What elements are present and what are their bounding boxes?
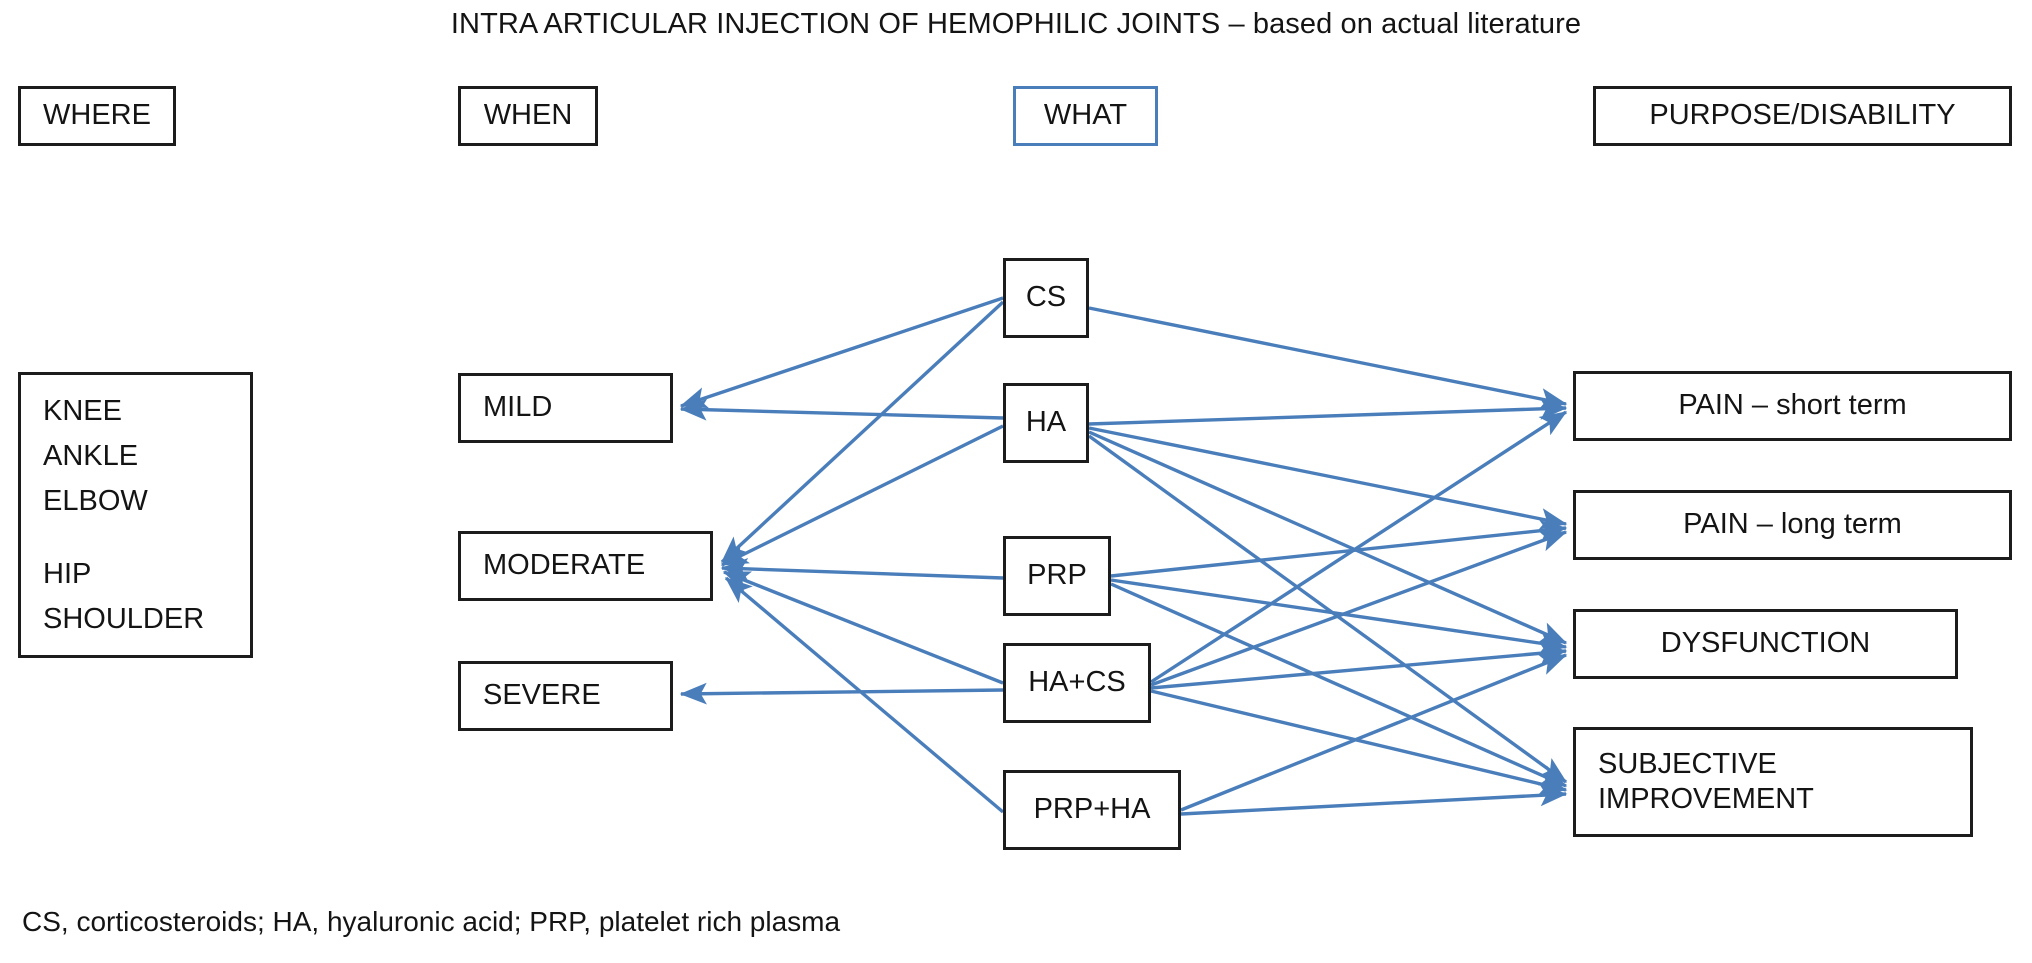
edge-cs-to-moderate <box>720 300 1005 564</box>
where-item-knee: KNEE <box>43 395 122 427</box>
column-header-when[interactable]: WHEN <box>458 86 598 146</box>
column-header-what[interactable]: WHAT <box>1013 86 1158 146</box>
where-item-hip: HIP <box>43 558 92 590</box>
node-what-cs-label: CS <box>1025 281 1067 314</box>
node-outcome-pain-long-term-label: PAIN – long term <box>1683 508 1902 541</box>
node-when-mild-label: MILD <box>483 391 553 424</box>
where-list-spacer <box>43 524 250 552</box>
column-header-purpose[interactable]: PURPOSE/DISABILITY <box>1593 86 2012 146</box>
node-when-mild[interactable]: MILD <box>458 373 673 443</box>
where-item-shoulder: SHOULDER <box>43 603 205 635</box>
edges-what-to-purpose <box>1088 306 1568 816</box>
node-outcome-subjective-improvement[interactable]: SUBJECTIVE IMPROVEMENT <box>1573 727 1973 837</box>
edge-hacs-to-pain-long <box>1150 530 1568 687</box>
node-what-prpha-label: PRP+HA <box>1033 793 1151 826</box>
where-joint-list[interactable]: KNEE ANKLE ELBOW HIP SHOULDER <box>18 372 253 658</box>
edge-ha-to-mild <box>679 398 1004 421</box>
node-what-hacs[interactable]: HA+CS <box>1003 643 1151 723</box>
edge-hacs-to-dysfunction <box>1150 642 1568 690</box>
edge-hacs-to-moderate <box>722 570 1004 685</box>
column-header-purpose-label: PURPOSE/DISABILITY <box>1649 99 1956 132</box>
node-when-severe[interactable]: SEVERE <box>458 661 673 731</box>
node-outcome-pain-long-term[interactable]: PAIN – long term <box>1573 490 2012 560</box>
edge-hacs-to-severe <box>679 682 1004 705</box>
node-outcome-pain-short-term[interactable]: PAIN – short term <box>1573 371 2012 441</box>
edge-prpha-to-dysfunction <box>1180 653 1568 812</box>
node-when-severe-label: SEVERE <box>483 679 601 712</box>
node-outcome-subjective-improvement-label: SUBJECTIVE IMPROVEMENT <box>1598 747 1814 815</box>
edge-ha-to-pain-long <box>1088 426 1568 530</box>
node-when-moderate-label: MODERATE <box>483 549 646 582</box>
node-outcome-dysfunction[interactable]: DYSFUNCTION <box>1573 609 1958 679</box>
edge-prp-to-subjective <box>1110 582 1568 788</box>
node-what-cs[interactable]: CS <box>1003 258 1089 338</box>
node-when-moderate[interactable]: MODERATE <box>458 531 713 601</box>
abbreviation-footnote: CS, corticosteroids; HA, hyaluronic acid… <box>22 906 841 937</box>
edge-ha-to-dysfunction <box>1088 430 1568 645</box>
page-title: INTRA ARTICULAR INJECTION OF HEMOPHILIC … <box>450 8 1582 40</box>
edge-prpha-to-subjective <box>1180 784 1568 816</box>
column-header-when-label: WHEN <box>483 99 573 132</box>
where-item-ankle: ANKLE <box>43 440 139 472</box>
node-what-prp-label: PRP <box>1027 559 1087 592</box>
edge-hacs-to-subjective <box>1150 689 1568 795</box>
node-what-ha-label: HA <box>1025 406 1067 439</box>
edge-prpha-to-moderate <box>724 576 1005 814</box>
edge-prp-to-moderate <box>720 558 1004 580</box>
node-what-hacs-label: HA+CS <box>1028 666 1126 699</box>
edge-cs-to-pain-short <box>1088 306 1568 410</box>
column-header-where[interactable]: WHERE <box>18 86 176 146</box>
edge-cs-to-mild <box>679 296 1004 409</box>
node-outcome-pain-short-term-label: PAIN – short term <box>1678 389 1907 422</box>
node-outcome-dysfunction-label: DYSFUNCTION <box>1660 627 1871 660</box>
edges-what-to-when <box>679 296 1005 814</box>
edge-ha-to-pain-short <box>1088 397 1568 426</box>
edge-prp-to-pain-long <box>1110 519 1568 578</box>
edge-ha-to-subjective <box>1088 434 1568 784</box>
node-what-prp[interactable]: PRP <box>1003 536 1111 616</box>
where-item-elbow: ELBOW <box>43 485 148 517</box>
edge-prp-to-dysfunction <box>1110 578 1568 654</box>
edge-ha-to-moderate <box>720 424 1004 567</box>
column-header-what-label: WHAT <box>1043 99 1128 132</box>
edge-hacs-to-pain-short <box>1150 410 1568 684</box>
node-what-ha[interactable]: HA <box>1003 383 1089 463</box>
node-what-prpha[interactable]: PRP+HA <box>1003 770 1181 850</box>
column-header-where-label: WHERE <box>43 99 151 132</box>
